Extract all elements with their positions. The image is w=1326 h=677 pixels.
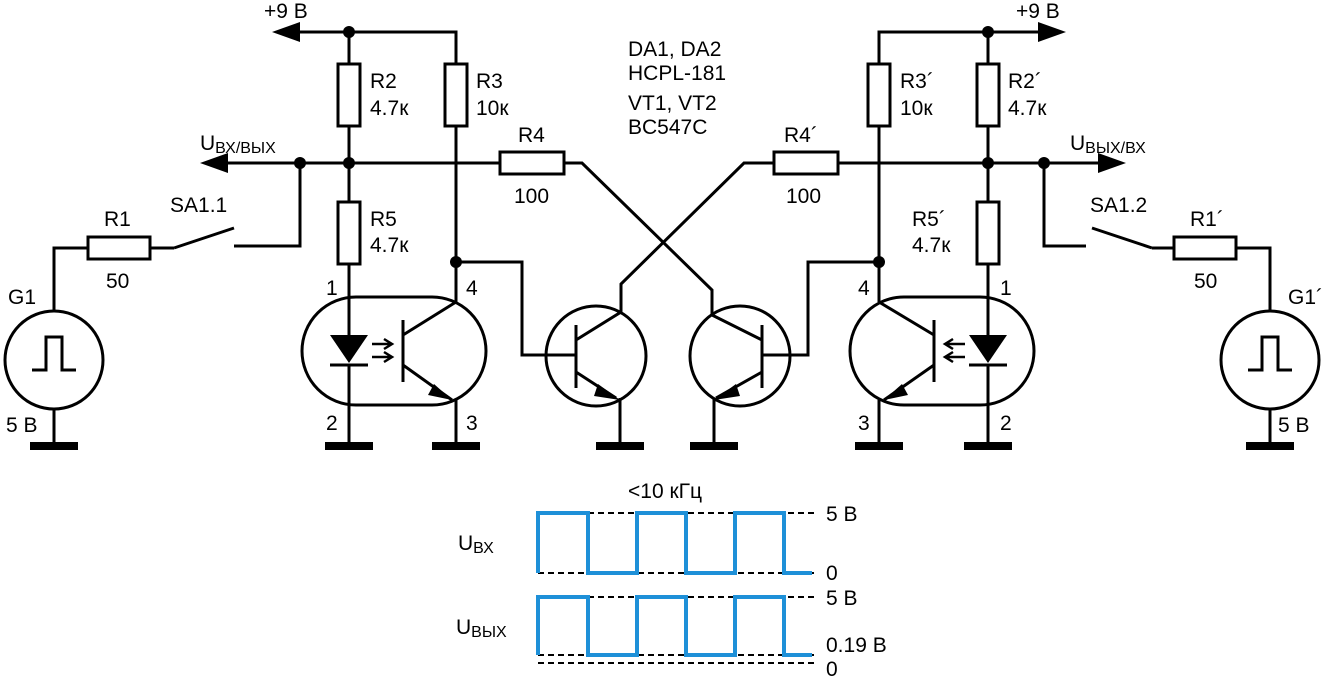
resistor-r2-prime [975, 62, 1001, 128]
r2-name: R2 [370, 70, 397, 93]
resistor-r5-prime [975, 200, 1001, 266]
port-arrow-right [1098, 153, 1126, 173]
r1-value: 50 [106, 270, 129, 293]
supply-arrow-right [1038, 22, 1066, 42]
da2-pin1: 1 [1000, 277, 1012, 300]
r5-value: 4.7к [370, 234, 409, 257]
supply-label-right: +9 В [1016, 0, 1060, 23]
note-line3: VT1, VT2 [628, 92, 717, 115]
r2p-name: R2´ [1008, 70, 1042, 93]
generator-g1 [3, 309, 105, 411]
output-high-level: 5 В [826, 587, 858, 610]
input-high-level: 5 В [826, 503, 858, 526]
da1-pin3: 3 [466, 412, 478, 435]
r2-value: 4.7к [370, 97, 409, 120]
resistor-r1-prime [1172, 235, 1238, 261]
supply-label-left: +9 В [264, 0, 308, 23]
timing-frequency: <10 кГц [628, 480, 702, 503]
resistor-r2 [336, 62, 362, 128]
r5-name: R5 [370, 208, 397, 231]
g1p-value: 5 В [1278, 414, 1310, 437]
r4p-name: R4´ [784, 124, 818, 147]
transistor-vt1 [544, 304, 648, 408]
da2-pin4: 4 [858, 277, 870, 300]
switch-sa11-label: SA1.1 [170, 194, 227, 217]
generator-g1-prime [1219, 309, 1321, 411]
input-waveform [536, 511, 812, 575]
da1-pin2: 2 [326, 412, 338, 435]
g1-name: G1 [8, 286, 36, 309]
timing-diagram: <10 кГц UВХ UВЫХ 5 В 0 5 В 0.19 В 0 [456, 480, 887, 677]
da2-pin3: 3 [858, 412, 870, 435]
r3p-value: 10к [900, 97, 933, 120]
optocoupler-da1 [300, 295, 488, 407]
r3-name: R3 [476, 70, 503, 93]
da2-pin2: 2 [1000, 412, 1012, 435]
switch-sa12-label: SA1.2 [1090, 194, 1147, 217]
timing-input-label: UВХ [458, 532, 494, 557]
r4-name: R4 [518, 124, 545, 147]
r4-value: 100 [514, 185, 549, 208]
r5p-name: R5´ [912, 208, 946, 231]
port-right-label: UВЫХ/ВХ [1070, 132, 1146, 157]
ground-g1 [30, 442, 78, 450]
r5p-value: 4.7к [912, 234, 951, 257]
r3-value: 10к [476, 97, 509, 120]
supply-arrow-left [272, 22, 300, 42]
note-line2: HCPL-181 [628, 62, 726, 85]
r1-name: R1 [104, 208, 131, 231]
r3p-name: R3´ [900, 70, 934, 93]
r2p-value: 4.7к [1008, 97, 1047, 120]
g1p-name: G1´ [1288, 286, 1323, 309]
resistor-r3 [443, 62, 469, 128]
output-waveform [536, 595, 812, 657]
input-low-level: 0 [826, 562, 838, 585]
resistor-r3-prime [866, 62, 892, 128]
port-arrow-left [200, 153, 228, 173]
resistor-r1 [86, 235, 152, 261]
output-zero-level: 0 [826, 658, 838, 677]
note-line4: BC547C [628, 116, 707, 139]
resistor-r5 [336, 200, 362, 266]
right-half: +9 В R3´ 10к R2´ 4.7к R4´ 100 UВЫХ/ВХ R5… [688, 0, 1323, 450]
r1p-name: R1´ [1190, 208, 1224, 231]
da1-pin1: 1 [326, 277, 338, 300]
r4p-value: 100 [786, 185, 821, 208]
component-notes: DA1, DA2 HCPL-181 VT1, VT2 BC547C [628, 38, 726, 139]
transistor-vt2 [688, 304, 792, 408]
timing-output-label: UВЫХ [456, 616, 507, 641]
output-low-level: 0.19 В [826, 634, 887, 657]
da1-pin4: 4 [466, 277, 478, 300]
resistor-r4 [498, 150, 566, 176]
g1-value: 5 В [6, 414, 38, 437]
port-left-label: UВХ/ВЫХ [200, 132, 276, 157]
resistor-r4-prime [772, 150, 840, 176]
left-half: +9 В R2 4.7к R3 10к UВХ/ВЫХ R4 100 R5 4.… [3, 0, 774, 450]
note-line1: DA1, DA2 [628, 38, 721, 61]
r1p-value: 50 [1194, 270, 1217, 293]
optocoupler-da2 [848, 295, 1036, 407]
